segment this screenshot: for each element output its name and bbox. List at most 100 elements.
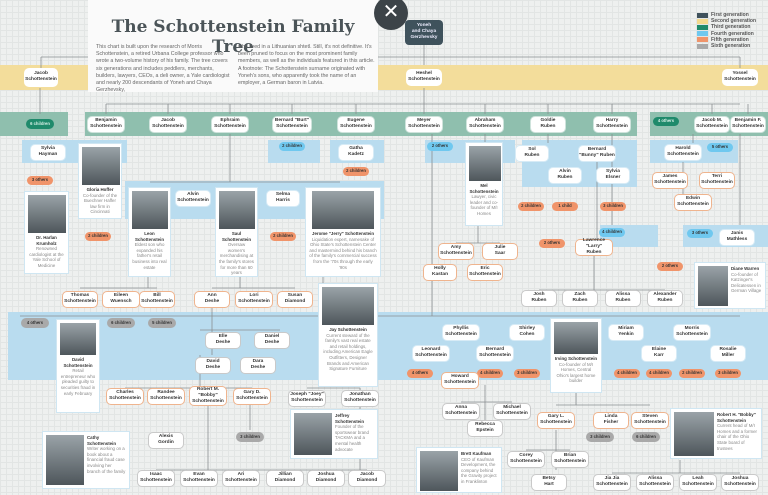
person-node: Gary L. Schottenstein [537, 411, 575, 429]
collapsed-children-badge[interactable]: 3 children [514, 368, 540, 378]
person-node: Daniel Deshe [254, 331, 290, 349]
collapsed-children-badge[interactable]: 2 others [657, 261, 683, 271]
profile-name: Mel Schottenstein [469, 183, 499, 194]
person-node: Lori Schottenstein [235, 290, 273, 308]
collapsed-children-badge[interactable]: 2 children [679, 368, 705, 378]
collapsed-children-badge[interactable]: 6 children [107, 318, 135, 328]
collapsed-children-badge[interactable]: 2 children [85, 231, 111, 241]
profile-name: Irving Schottenstein [554, 356, 598, 361]
collapsed-children-badge[interactable]: 4 others [407, 368, 433, 378]
person-node: Alexis Gordin [148, 431, 184, 449]
person-node: Bernard "Burt" Schottenstein [272, 115, 312, 133]
collapsed-children-badge[interactable]: 2 children [518, 201, 544, 211]
collapsed-children-badge[interactable]: 3 children [715, 368, 741, 378]
collapsed-children-badge[interactable]: 4 children [614, 368, 640, 378]
portrait-photo [312, 191, 374, 229]
person-node: Evan Schottenstein [180, 469, 218, 487]
person-node: Harold Schottenstein [664, 143, 702, 161]
legend-swatch [697, 31, 708, 37]
portrait-photo [554, 322, 598, 354]
profile-description: Current steward of the family's vast rea… [323, 332, 373, 372]
person-node: Dara Deshe [240, 356, 276, 374]
collapsed-children-badge[interactable]: 3 children [236, 432, 264, 442]
person-node: Alexander Ruben [647, 289, 683, 307]
person-node: Holly Kastan [423, 263, 457, 281]
person-node: Ann Deshe [194, 290, 230, 308]
portrait-photo [322, 287, 374, 325]
collapsed-children-badge[interactable]: 5 children [148, 318, 176, 328]
collapsed-children-badge[interactable]: 3 children [600, 201, 626, 211]
person-node: Gary D. Schottenstein [233, 387, 271, 405]
person-node: Joshua Diamond [307, 469, 345, 487]
person-node: Heshel Schottenstein [406, 68, 442, 86]
person-node: Elaine Karr [641, 344, 677, 362]
person-node: Rebecca Epstein [467, 419, 503, 437]
intro-panel: The Schottenstein Family Tree This chart… [88, 0, 378, 93]
person-node: Edwin Schottenstein [674, 193, 712, 211]
close-icon[interactable]: ✕ [374, 0, 408, 30]
person-node: Shirley Cohen [509, 323, 545, 341]
person-node: Bernard Schottenstein [476, 344, 514, 362]
collapsed-children-badge[interactable]: 4 children [477, 368, 503, 378]
collapsed-children-badge[interactable]: 4 children [646, 368, 672, 378]
profile-name: Robert H. "Bobby" Schottenstein [717, 412, 756, 423]
person-node: Rosalie Miller [710, 344, 746, 362]
collapsed-children-badge[interactable]: 3 others [27, 175, 53, 185]
person-node: Morris Schottenstein [673, 323, 711, 341]
collapsed-children-badge[interactable]: 4 others [21, 318, 49, 328]
collapsed-children-badge[interactable]: 2 children [279, 141, 305, 151]
person-node: Steven Schottenstein [631, 411, 669, 429]
person-node: Sylvia Elsner [596, 166, 630, 184]
person-node: David Deshe [195, 356, 231, 374]
person-node: Linda Fisher [593, 411, 629, 429]
collapsed-children-badge[interactable]: 4 others [653, 116, 679, 126]
person-node: Amy Schottenstein [438, 242, 474, 260]
collapsed-children-badge[interactable]: 6 children [26, 119, 54, 129]
collapsed-children-badge[interactable]: 1 child [552, 201, 578, 211]
portrait-photo [294, 413, 332, 455]
person-node: Jacob Schottenstein [149, 115, 187, 133]
person-node: James Schottenstein [652, 171, 688, 189]
collapsed-children-badge[interactable]: 3 children [586, 432, 614, 442]
person-node: Goldie Ruben [530, 115, 566, 133]
collapsed-children-badge[interactable]: 4 children [599, 227, 625, 237]
person-node: Joshua Schottenstein [721, 473, 759, 491]
person-node: Josh Ruben [521, 289, 557, 307]
legend-label: Sixth generation [711, 43, 751, 50]
profile-name: Jeffrey Schottenstein [335, 413, 365, 424]
person-node: Benjamin Schottenstein [87, 115, 125, 133]
profile-description: Lawyer, civic leader and co-founder of M… [469, 194, 499, 216]
portrait-photo [46, 435, 84, 485]
profile-description: Current head of M/I Homes and a former c… [717, 423, 758, 451]
collapsed-children-badge[interactable]: 2 others [539, 238, 565, 248]
collapsed-children-badge[interactable]: 2 others [427, 141, 453, 151]
person-node: Thomas Schottenstein [62, 290, 98, 308]
collapsed-children-badge[interactable]: 3 others [687, 228, 713, 238]
portrait-photo [219, 191, 255, 229]
portrait-photo [132, 191, 168, 229]
collapsed-children-badge[interactable]: 5 others [707, 142, 733, 152]
person-node: Jillian Diamond [266, 469, 304, 487]
legend-item: Sixth generation [697, 43, 756, 49]
collapsed-children-badge[interactable]: 2 children [270, 231, 296, 241]
person-node: Jonathan Schottenstein [341, 389, 379, 407]
person-node: Harry Schottenstein [593, 115, 631, 133]
person-node: Gatha Kadetz [338, 143, 374, 161]
collapsed-children-badge[interactable]: 2 children [343, 166, 369, 176]
person-node: Brian Schottenstein [551, 450, 589, 468]
portrait-photo [674, 412, 714, 456]
collapsed-children-badge[interactable]: 6 children [632, 432, 660, 442]
profile-name: Saul Schottenstein [221, 231, 252, 242]
